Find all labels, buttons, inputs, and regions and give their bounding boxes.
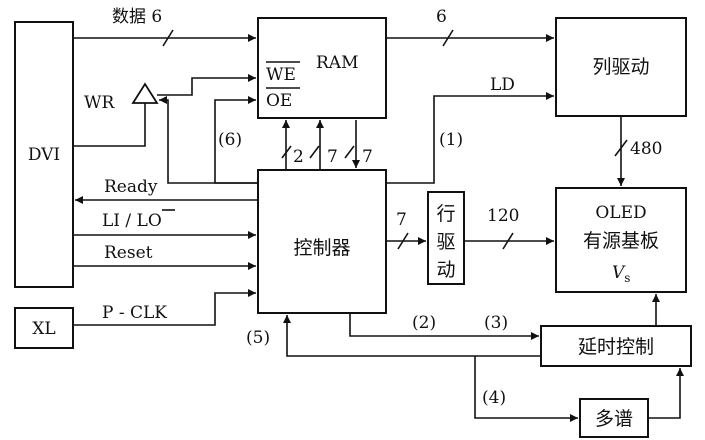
wr-input-line [73, 103, 146, 147]
delay-control-label: 延时控制 [578, 336, 654, 358]
ctrl-to-delay-line [349, 313, 539, 340]
label-2: (2) [412, 313, 436, 333]
oe-line [214, 96, 258, 184]
dvi-label: DVI [28, 145, 60, 165]
oled-substrate-block: OLED 有源基板 Vs [555, 187, 687, 293]
xl-label: XL [32, 319, 55, 339]
ctrl-to-row-label: 7 [396, 210, 407, 230]
label-3: (3) [484, 313, 508, 333]
oe-label: OE [266, 91, 292, 111]
wr-label: WR [84, 93, 115, 113]
dvi-block: DVI [14, 21, 74, 288]
multispectrum-label: 多谱 [595, 408, 633, 430]
ld-label: LD [490, 75, 515, 95]
li-label: LI / LO [102, 211, 162, 231]
row-driver-block: 行 驱 动 [427, 191, 465, 285]
multispectrum-block: 多谱 [579, 398, 649, 438]
data-bus-label: 数据 6 [112, 7, 162, 27]
label-5: (5) [246, 328, 270, 348]
delay-to-ctrl-line [283, 315, 541, 357]
column-driver-block: 列驱动 [555, 17, 687, 117]
ctrl-to-row-tick [397, 232, 409, 250]
ready-label: Ready [104, 177, 158, 197]
data-bus-tick [162, 29, 174, 47]
bus-2-tick [281, 145, 292, 159]
row-to-oled-label: 120 [487, 206, 519, 226]
controller-block: 控制器 [257, 169, 387, 314]
controller-label: 控制器 [293, 237, 350, 259]
ram-to-column-label: 6 [436, 7, 447, 27]
label-1: (1) [439, 130, 463, 150]
pclk-line [73, 289, 256, 326]
ram-label: RAM [316, 53, 358, 73]
bus-7a-label: 7 [327, 147, 338, 167]
row-driver-char-2: 驱 [436, 231, 455, 253]
oled-title: OLED [595, 203, 646, 223]
row-driver-char-3: 动 [436, 259, 455, 281]
vs-label: Vs [612, 263, 630, 285]
wr-to-we-line [157, 74, 256, 96]
delay-control-block: 延时控制 [540, 325, 692, 367]
ram-block: RAM WE OE [257, 17, 387, 119]
delay-to-multi-line [474, 356, 578, 422]
column-to-oled-tick [614, 139, 628, 157]
oled-subtitle: 有源基板 [583, 230, 659, 252]
label-4: (4) [482, 388, 506, 408]
ctrl-to-wr-line [159, 96, 258, 184]
bus-7a-tick [309, 145, 320, 159]
row-driver-char-1: 行 [436, 203, 455, 225]
pclk-label: P - CLK [102, 303, 167, 323]
we-label: WE [266, 65, 296, 85]
column-driver-label: 列驱动 [592, 56, 649, 78]
bus-2-label: 2 [293, 147, 304, 167]
ram-to-column-tick [442, 29, 454, 47]
bus-7b-tick [344, 145, 355, 159]
label-6: (6) [218, 130, 242, 150]
xl-block: XL [14, 307, 74, 349]
ld-line [386, 92, 554, 184]
multi-to-delay-line [648, 368, 684, 419]
column-to-oled-label: 480 [630, 139, 662, 159]
wr-buffer-triangle [131, 82, 159, 104]
bus-7b-label: 7 [362, 147, 373, 167]
reset-label: Reset [104, 243, 153, 263]
row-to-oled-tick [502, 232, 514, 250]
